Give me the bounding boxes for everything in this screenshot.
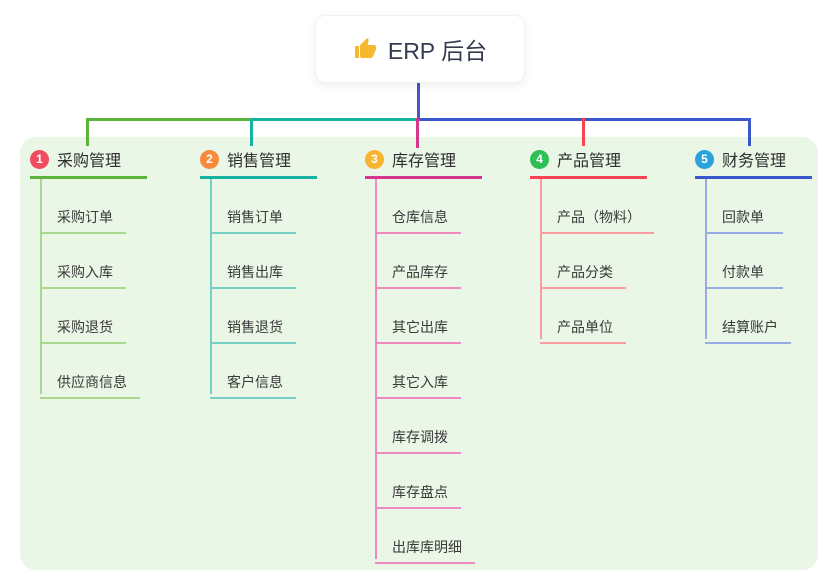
child-node[interactable]: 采购入库	[40, 234, 126, 289]
connector-drop-finance	[748, 118, 751, 146]
child-node[interactable]: 采购订单	[40, 179, 126, 234]
child-node[interactable]: 销售退货	[210, 289, 296, 344]
child-node[interactable]: 产品库存	[375, 234, 461, 289]
branch-title-label: 采购管理	[57, 153, 122, 170]
branch-inventory: 3 库存管理 仓库信息 产品库存 其它出库 其它入库 库存调拨 库存盘点 出库库…	[365, 148, 535, 564]
connector-root-drop	[417, 83, 420, 120]
branch-child-line	[210, 179, 212, 394]
branch-child-line	[40, 179, 42, 394]
child-node[interactable]: 客户信息	[210, 344, 296, 399]
child-node[interactable]: 产品分类	[540, 234, 626, 289]
branch-title-purchase[interactable]: 1 采购管理	[30, 148, 147, 179]
child-node[interactable]: 回款单	[705, 179, 783, 234]
mindmap-background-panel	[20, 137, 818, 570]
branch-child-line	[705, 179, 707, 339]
branch-title-inventory[interactable]: 3 库存管理	[365, 148, 482, 179]
branch-title-label: 财务管理	[722, 153, 787, 170]
root-node-label: ERP 后台	[387, 38, 488, 64]
child-node[interactable]: 付款单	[705, 234, 783, 289]
child-node[interactable]: 销售订单	[210, 179, 296, 234]
branch-title-product[interactable]: 4 产品管理	[530, 148, 647, 179]
child-node[interactable]: 产品单位	[540, 289, 626, 344]
child-node[interactable]: 产品（物料）	[540, 179, 654, 234]
root-node-erp[interactable]: ERP 后台	[315, 15, 525, 83]
child-node[interactable]: 仓库信息	[375, 179, 461, 234]
branch-title-label: 库存管理	[392, 153, 457, 170]
branch-title-label: 产品管理	[557, 153, 622, 170]
connector-bus-left	[86, 118, 252, 121]
branch-child-line	[540, 179, 542, 339]
connector-drop-product	[582, 118, 585, 146]
branch-child-line	[375, 179, 377, 559]
branch-product: 4 产品管理 产品（物料） 产品分类 产品单位	[530, 148, 700, 344]
branch-number-badge: 5	[695, 149, 714, 169]
connector-drop-sales	[250, 118, 253, 146]
child-node[interactable]: 销售出库	[210, 234, 296, 289]
connector-bus-midleft	[251, 118, 418, 121]
branch-purchase: 1 采购管理 采购订单 采购入库 采购退货 供应商信息	[30, 148, 200, 399]
branch-number-badge: 3	[365, 149, 384, 169]
child-node[interactable]: 采购退货	[40, 289, 126, 344]
child-node[interactable]: 其它入库	[375, 344, 461, 399]
branch-title-finance[interactable]: 5 财务管理	[695, 148, 812, 179]
connector-drop-inventory	[416, 118, 419, 148]
branch-title-label: 销售管理	[227, 153, 292, 170]
branch-finance: 5 财务管理 回款单 付款单 结算账户	[695, 148, 839, 344]
connector-drop-purchase	[86, 118, 89, 146]
branch-number-badge: 1	[30, 149, 49, 169]
child-node[interactable]: 出库库明细	[375, 509, 475, 564]
branch-title-sales[interactable]: 2 销售管理	[200, 148, 317, 179]
branch-number-badge: 4	[530, 149, 549, 169]
child-node[interactable]: 结算账户	[705, 289, 791, 344]
child-node[interactable]: 其它出库	[375, 289, 461, 344]
thumbs-up-icon	[353, 37, 377, 61]
child-node[interactable]: 供应商信息	[40, 344, 140, 399]
child-node[interactable]: 库存盘点	[375, 454, 461, 509]
branch-number-badge: 2	[200, 149, 219, 169]
child-node[interactable]: 库存调拨	[375, 399, 461, 454]
branch-sales: 2 销售管理 销售订单 销售出库 销售退货 客户信息	[200, 148, 370, 399]
